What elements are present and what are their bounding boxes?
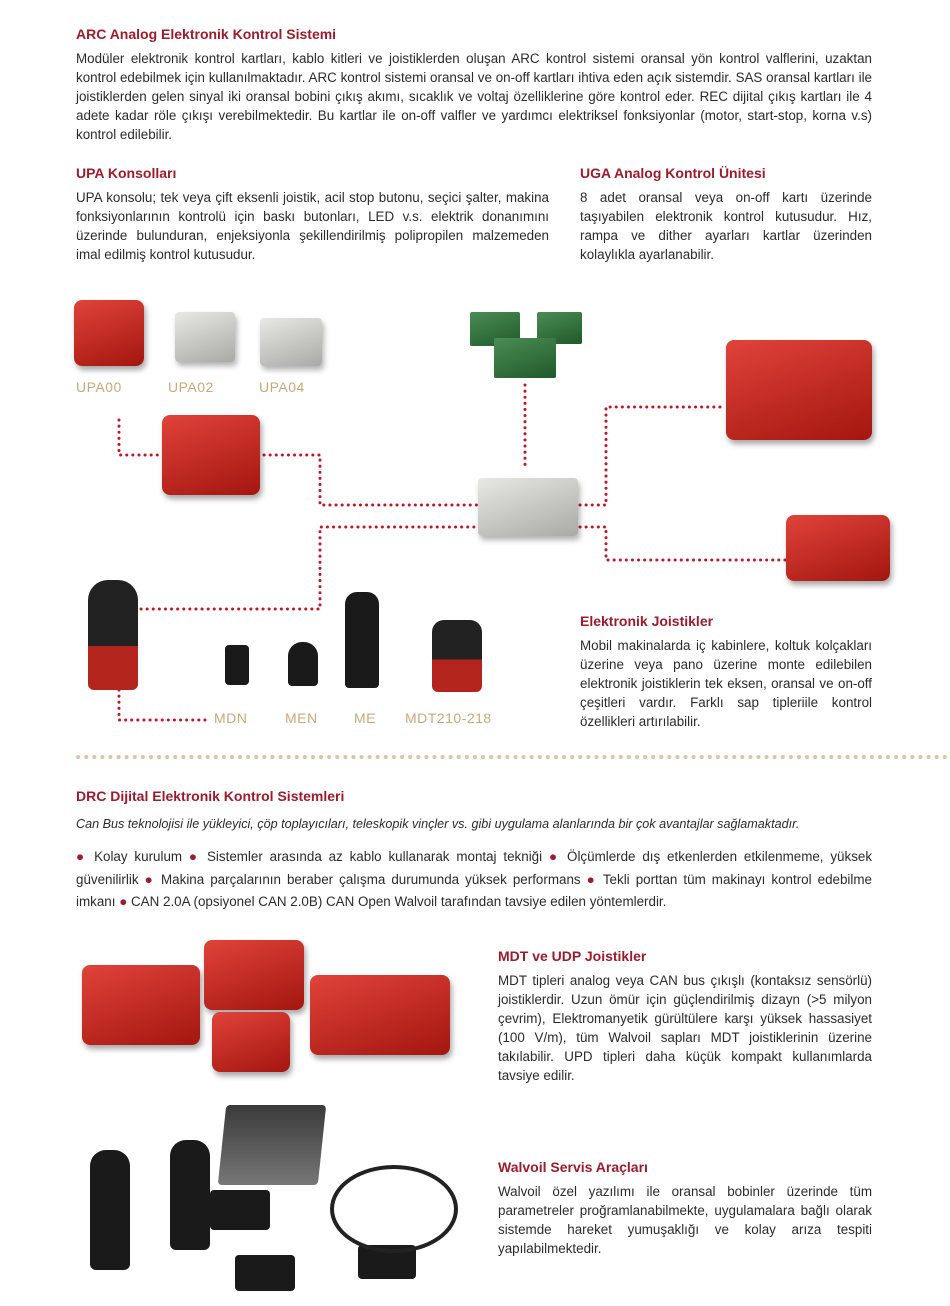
module-image <box>235 1255 295 1291</box>
bullet-item: Makina parçalarının beraber çalışma duru… <box>161 871 581 887</box>
drc-valve-image <box>212 1012 290 1072</box>
servis-text: Walvoil özel yazılımı ile oransal bobinl… <box>498 1184 872 1256</box>
uga-text: 8 adet oransal veya on-off kartı üzerind… <box>580 190 872 262</box>
upa-title: UPA Konsolları <box>76 165 177 181</box>
card-image <box>494 338 556 378</box>
me-image <box>345 592 379 688</box>
label-me: ME <box>354 710 376 726</box>
uga-box-image <box>478 478 578 536</box>
bullet-item: Tekli porttan tüm makinayı kontrol edebi… <box>76 871 872 910</box>
label-upa02: UPA02 <box>168 379 214 395</box>
upa-console-image <box>162 415 260 495</box>
label-men: MEN <box>285 710 318 726</box>
upa00-image <box>74 300 144 366</box>
bullet-item: Kolay kurulum <box>94 849 183 864</box>
bullet-item: Sistemler arasında az kablo kullanarak m… <box>207 849 543 864</box>
mdt210-image <box>432 620 482 692</box>
arc-text: Modüler elektronik kontrol kartları, kab… <box>76 51 872 142</box>
joystick-text: Mobil makinalarda iç kabinlere, koltuk k… <box>580 638 872 729</box>
drc-title: DRC Dijital Elektronik Kontrol Sistemler… <box>76 788 345 804</box>
label-mdt: MDT210-218 <box>405 710 492 726</box>
upa-text: UPA konsolu; tek veya çift eksenli joist… <box>76 190 549 262</box>
joystick-image <box>88 580 138 690</box>
drc-subtitle: Can Bus teknolojisi ile yükleyici, çöp t… <box>76 817 800 831</box>
label-upa04: UPA04 <box>259 379 305 395</box>
drc-bullets: ● Kolay kurulum ● Sistemler arasında az … <box>76 849 873 910</box>
label-mdn: MDN <box>214 710 248 726</box>
valve-image <box>786 515 890 581</box>
arc-title: ARC Analog Elektronik Kontrol Sistemi <box>76 26 337 42</box>
drc-valve-image <box>204 940 304 1010</box>
module-image <box>210 1190 270 1230</box>
drc-valve-image <box>310 975 450 1055</box>
valve-block-image <box>726 340 872 440</box>
bullet-item: Ölçümlerde dış etkenlerden etkilenmeme, … <box>76 849 873 887</box>
joystick-image <box>170 1140 210 1250</box>
servis-title: Walvoil Servis Araçları <box>498 1159 648 1175</box>
cable-image <box>330 1165 458 1253</box>
mdn-image <box>225 645 249 685</box>
joystick-title: Elektronik Joistikler <box>580 613 714 629</box>
mdt-title: MDT ve UDP Joistikler <box>498 948 647 964</box>
mdt-text: MDT tipleri analog veya CAN bus çıkışlı … <box>498 973 872 1083</box>
men-image <box>288 642 318 686</box>
upa04-image <box>260 318 322 366</box>
drc-valve-image <box>82 965 200 1045</box>
upa02-image <box>175 312 235 362</box>
laptop-image <box>217 1105 327 1185</box>
label-upa00: UPA00 <box>76 379 122 395</box>
joystick-image <box>90 1150 130 1270</box>
bullet-item: CAN 2.0A (opsiyonel CAN 2.0B) CAN Open W… <box>131 894 667 909</box>
uga-title: UGA Analog Kontrol Ünitesi <box>580 165 766 181</box>
